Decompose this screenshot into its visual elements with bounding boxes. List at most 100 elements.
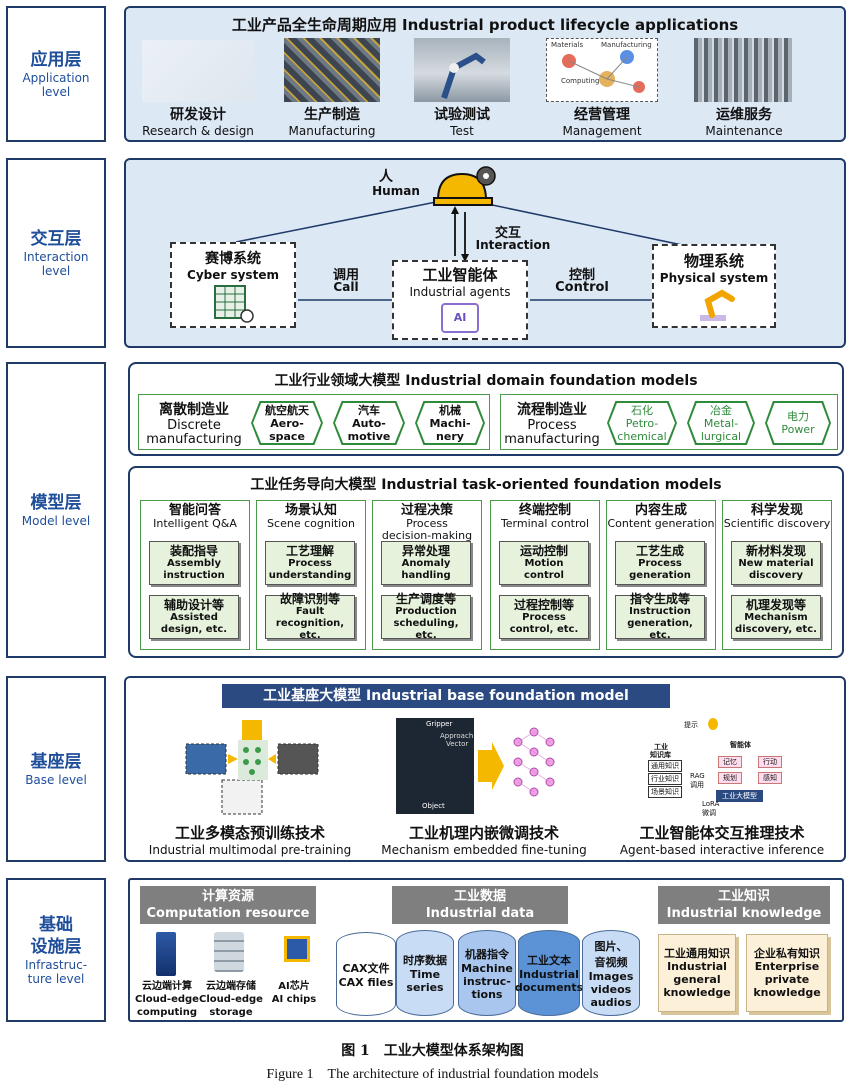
management-image: Materials Manufacturing Computing <box>546 38 658 102</box>
hex-zh: 石化 <box>631 403 653 417</box>
call-label-zh: 调用 <box>332 268 359 283</box>
application-item-research: 研发设计 Research & design <box>128 104 268 138</box>
data-industrial-documents: 工业文本 Industrial documents <box>514 930 584 1016</box>
management-network-icon <box>562 50 645 93</box>
knowledge-general: 工业通用知识 Industrial general knowledge <box>658 934 736 1012</box>
task-zh: 内容生成 <box>634 503 687 518</box>
agent-img-label: 行业知识 <box>648 773 682 785</box>
knowledge-line: general <box>673 973 721 986</box>
task-cell-zh: 故障识别等 <box>279 592 340 606</box>
physical-zh: 物理系统 <box>683 252 744 270</box>
task-cell-en: Production <box>395 606 457 617</box>
task-cell-zh: 异常处理 <box>401 544 450 558</box>
compute-item-zh: AI芯片 <box>278 981 310 992</box>
hex-en: Auto- <box>352 416 386 430</box>
mgmt-img-label: Computing <box>561 77 600 85</box>
data-item-line: Images <box>588 969 634 983</box>
task-en: Terminal control <box>500 517 590 530</box>
task-en: Content generation <box>607 517 715 530</box>
agent-img-label: 知识库 <box>650 751 671 759</box>
knowledge-line: private <box>764 973 810 986</box>
task-zh: 场景认知 <box>284 503 337 518</box>
task-zh: 过程决策 <box>400 503 453 518</box>
item-zh: 生产制造 <box>304 107 360 123</box>
data-item-line: 音视频 <box>594 955 628 969</box>
hex-en: Aero- <box>270 416 304 430</box>
process-en: Process <box>527 418 577 433</box>
process-en: manufacturing <box>504 432 600 447</box>
item-en: Maintenance <box>705 124 783 138</box>
compute-item-en: Cloud-edge <box>199 994 263 1005</box>
robot-arm-icon <box>441 52 486 99</box>
task-cell-en: Process <box>638 558 682 569</box>
task-cell-en: generation, etc. <box>627 618 693 641</box>
base-title-bar: 工业基座大模型 Industrial base foundation model <box>222 684 670 708</box>
layer-label-zh: 应用层 <box>30 50 82 70</box>
ai-chip-icon <box>284 936 310 962</box>
compute-item-ai-chips: AI芯片 AI chips <box>264 980 324 1006</box>
hex-en: Power <box>781 423 815 436</box>
application-item-maintenance: 运维服务 Maintenance <box>678 104 810 138</box>
layer-label-base: 基座层 Base level <box>6 676 106 862</box>
agent-img-label: 工业大模型 <box>716 790 763 802</box>
agent-img-label: 提示 <box>684 721 698 729</box>
neural-network-icon <box>478 727 555 797</box>
task-cell-zh: 过程控制等 <box>513 598 574 612</box>
figure-caption-zh: 图 1 工业大模型体系架构图 <box>341 1043 524 1059</box>
layer-label-en: ture level <box>27 972 85 986</box>
hex-en: space <box>269 429 305 443</box>
task-models-title: 工业任务导向大模型 Industrial task-oriented found… <box>250 477 722 493</box>
spreadsheet-gear-icon <box>214 285 254 323</box>
task-en: Scientific discovery <box>723 517 831 530</box>
interaction-label-en: Interaction <box>475 238 551 252</box>
task-cell-en: scheduling, etc. <box>393 618 459 641</box>
call-label-en: Call <box>333 280 359 294</box>
research-design-image <box>142 40 254 102</box>
item-en: Management <box>562 124 642 138</box>
tech-en: Industrial multimodal pre-training <box>148 843 352 857</box>
knowledge-line: knowledge <box>663 986 731 999</box>
data-item-line: documents <box>514 981 584 994</box>
agent-img-label: 场景知识 <box>648 786 682 798</box>
item-zh: 经营管理 <box>574 107 630 123</box>
application-title: 工业产品全生命周期应用 Industrial product lifecycle… <box>231 16 739 34</box>
application-panel: 工业产品全生命周期应用 Industrial product lifecycle… <box>124 6 846 142</box>
storage-icon <box>214 932 244 972</box>
control-label-en: Control <box>555 280 609 295</box>
task-en: Process <box>406 517 448 530</box>
mech-img-label: Approach <box>440 732 474 740</box>
agent-img-label: 调用 <box>690 781 704 789</box>
mgmt-img-label: Manufacturing <box>601 41 652 49</box>
compute-item-zh: 云边端计算 <box>142 981 192 992</box>
application-item-manufacturing: 生产制造 Manufacturing <box>268 104 396 138</box>
task-cell-en: Fault <box>295 606 325 617</box>
physical-system-box: 物理系统 Physical system <box>652 244 776 328</box>
layer-label-zh: 模型层 <box>30 493 82 513</box>
mechanism-photo: Gripper Approach Vector Object <box>396 718 474 814</box>
figure-caption-en: Figure 1 The architecture of industrial … <box>266 1067 599 1082</box>
task-cell-en: control, etc. <box>509 624 579 635</box>
knowledge-private: 企业私有知识 Enterprise private knowledge <box>746 934 828 1012</box>
item-zh: 运维服务 <box>716 107 772 123</box>
knowledge-line: Industrial <box>667 960 727 973</box>
task-cell-zh: 新材料发现 <box>745 544 806 558</box>
interaction-panel: 人 Human 交互 Interaction 赛博系统 Cyber system… <box>124 158 846 348</box>
manufacturing-image <box>284 38 380 102</box>
task-cell-en: Process <box>288 558 332 569</box>
physical-en: Physical system <box>659 271 769 285</box>
data-item-line: audios <box>590 995 632 1009</box>
task-cell-en: control <box>524 570 564 581</box>
task-cell-en: Assisted <box>170 612 218 623</box>
data-item-line: CAX文件 <box>342 961 390 975</box>
